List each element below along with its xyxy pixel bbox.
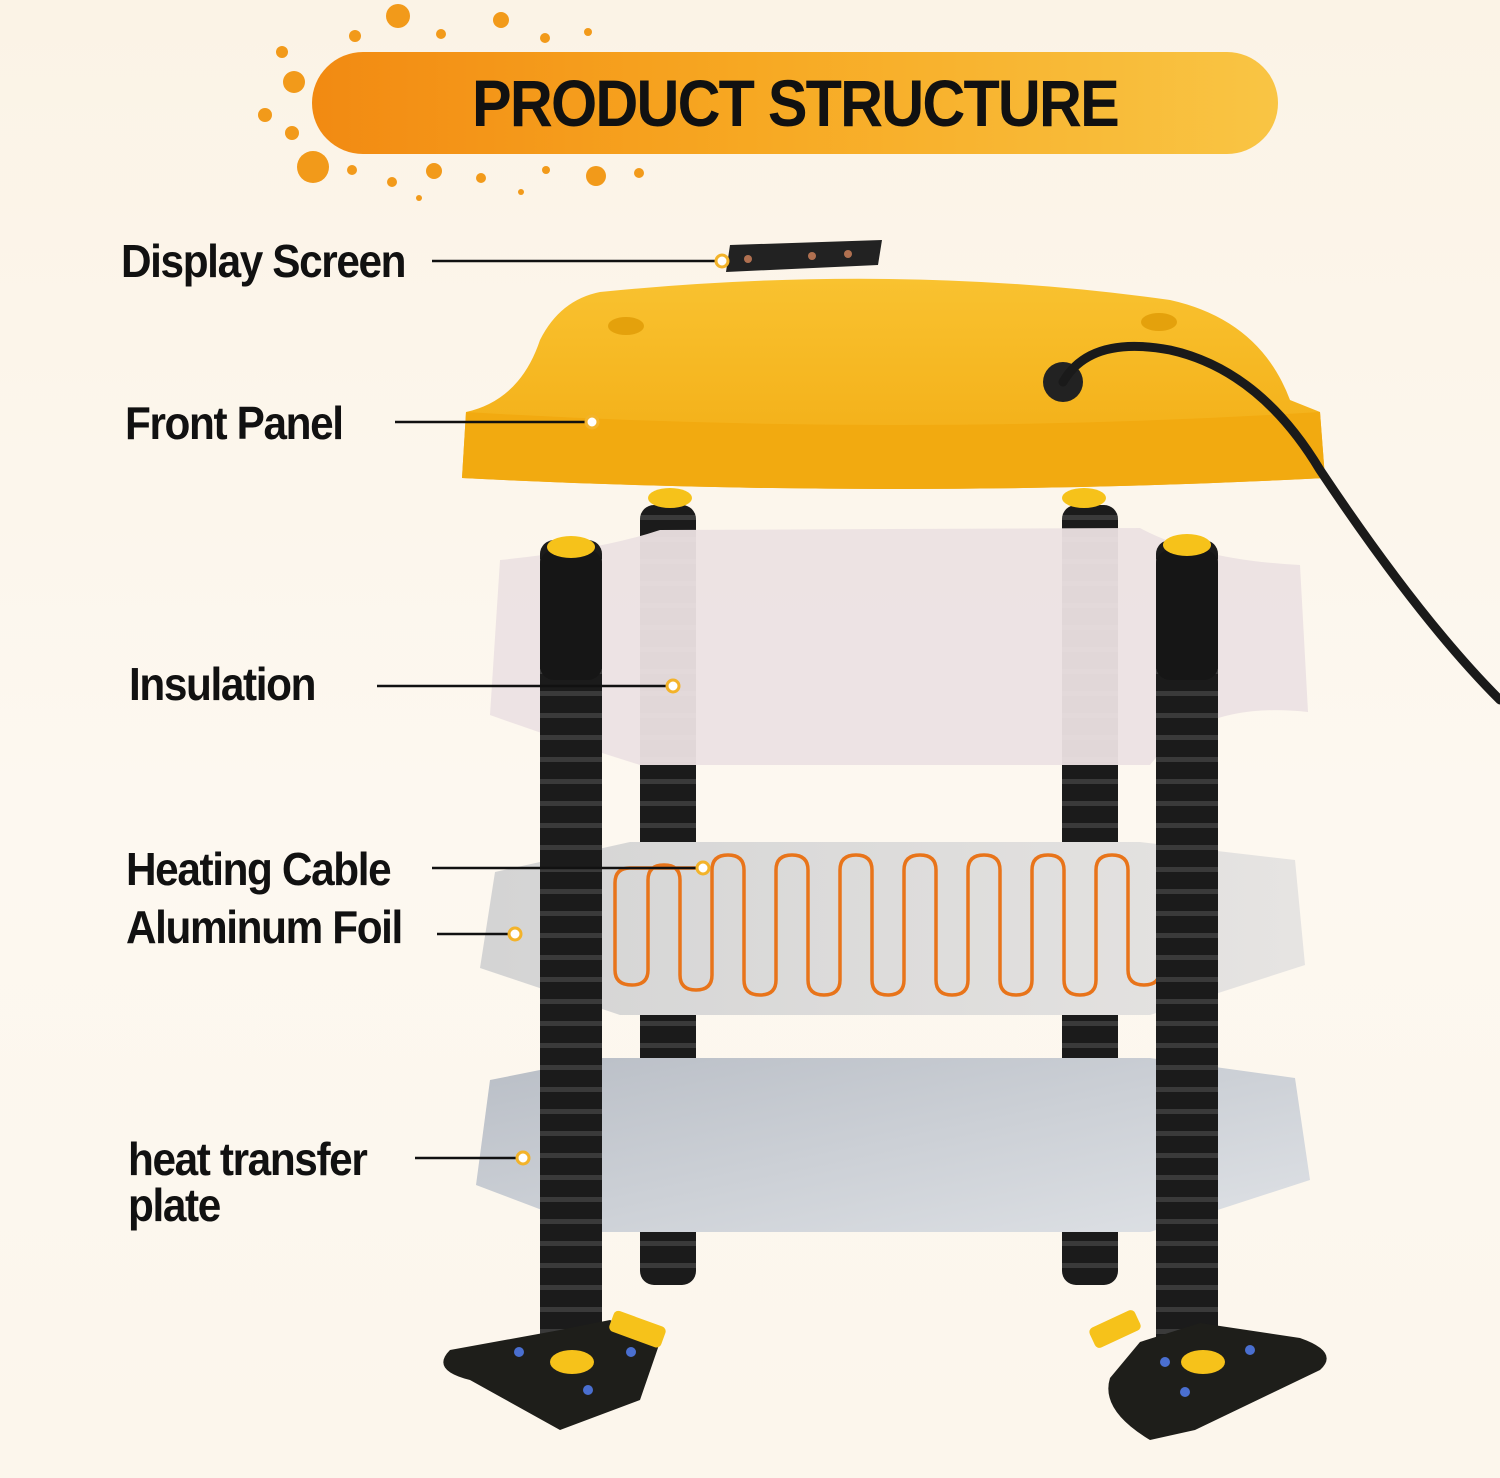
label-display-screen: Display Screen (121, 238, 405, 284)
label-insulation: Insulation (129, 661, 315, 707)
foot-right (1088, 1308, 1327, 1440)
display-screen-unit (716, 240, 882, 272)
front-panel-lid (462, 279, 1325, 508)
label-heating-cable: Heating Cable (126, 846, 390, 892)
front-leg-right (1156, 534, 1218, 1360)
front-leg-left (540, 536, 602, 1360)
label-heat-transfer-plate: heat transfer plate (128, 1136, 404, 1228)
label-aluminum-foil: Aluminum Foil (126, 904, 402, 950)
label-front-panel: Front Panel (125, 400, 343, 446)
